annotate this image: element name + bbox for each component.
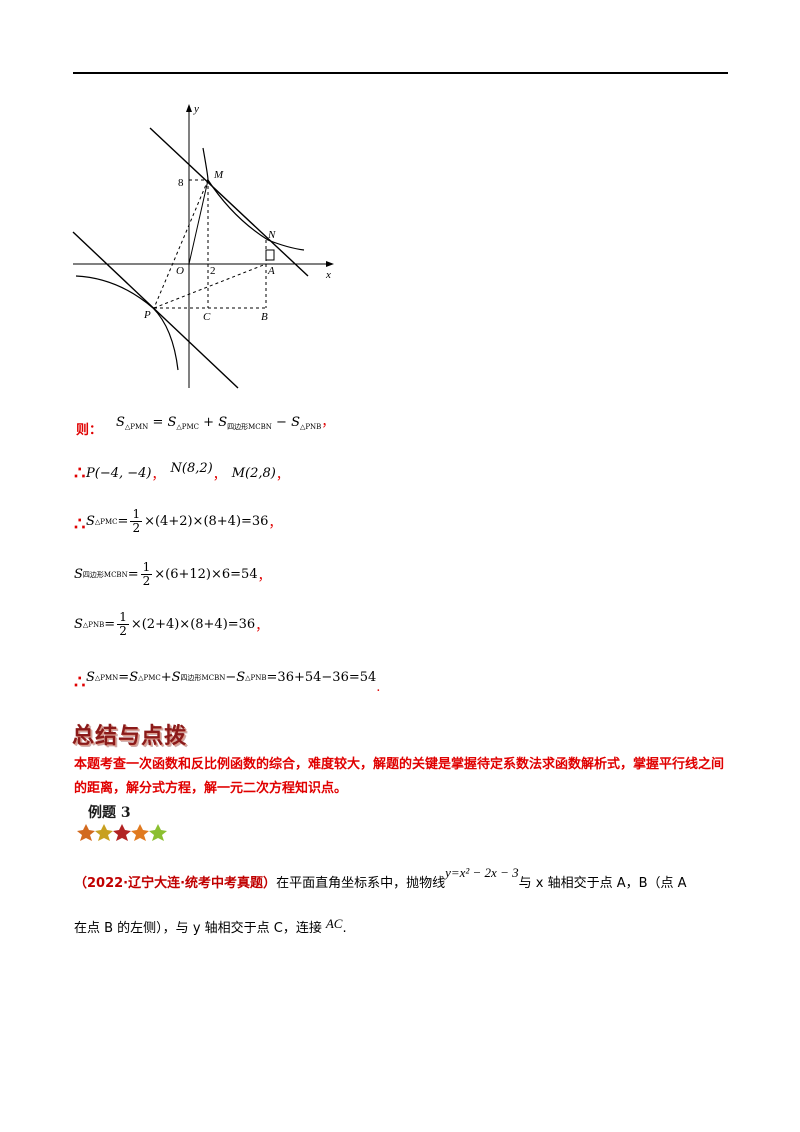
area-formula-line: 则： S△PMN = S△PMC + S四边形MCBN − S△PNB，: [76, 405, 334, 438]
coordinate-figure: y x O 8 2 M N A P C B: [68, 98, 338, 397]
label-8: 8: [178, 177, 184, 189]
label-x: x: [325, 269, 331, 281]
label-m: M: [213, 169, 224, 181]
label-2: 2: [210, 265, 216, 277]
right-angle-mark: [265, 249, 275, 261]
line-mn: [149, 127, 309, 277]
problem-equation: y=x² − 2x − 3: [445, 865, 519, 880]
header-rule: [73, 72, 728, 74]
problem-line-1: （2022·辽宁大连·统考中考真题）在平面直角坐标系中，抛物线y=x² − 2x…: [74, 865, 687, 891]
problem-source: （2022·辽宁大连·统考中考真题）: [74, 876, 277, 891]
label-n: N: [267, 229, 276, 241]
label-b: B: [261, 311, 268, 323]
summary-title: 总结与点拨: [72, 724, 188, 749]
segment-pa: [153, 263, 267, 309]
label-p: P: [143, 309, 151, 321]
segment-mp: [153, 179, 209, 309]
label-o: O: [176, 265, 184, 277]
area-formula: S△PMN = S△PMC + S四边形MCBN − S△PNB，: [116, 415, 335, 431]
hyperbola-upper: [202, 147, 305, 251]
segment-mo: [188, 179, 209, 265]
label-y: y: [193, 103, 199, 115]
therefore-1: ∴: [74, 463, 86, 484]
leaf-decoration-icon: [76, 822, 171, 846]
example-title: 例题 3: [88, 805, 131, 821]
intro-label: 则：: [76, 423, 103, 438]
points-line: P(−4, −4)， N(8,2)， M(2,8)，: [86, 461, 289, 483]
therefore-2: ∴: [74, 514, 86, 535]
label-a: A: [267, 265, 275, 277]
label-c: C: [203, 311, 211, 323]
therefore-3: ∴: [74, 672, 86, 693]
hyperbola-lower: [75, 275, 179, 371]
summary-text: 本题考查一次函数和反比例函数的综合，难度较大，解题的关键是掌握待定系数法求函数解…: [74, 757, 725, 796]
